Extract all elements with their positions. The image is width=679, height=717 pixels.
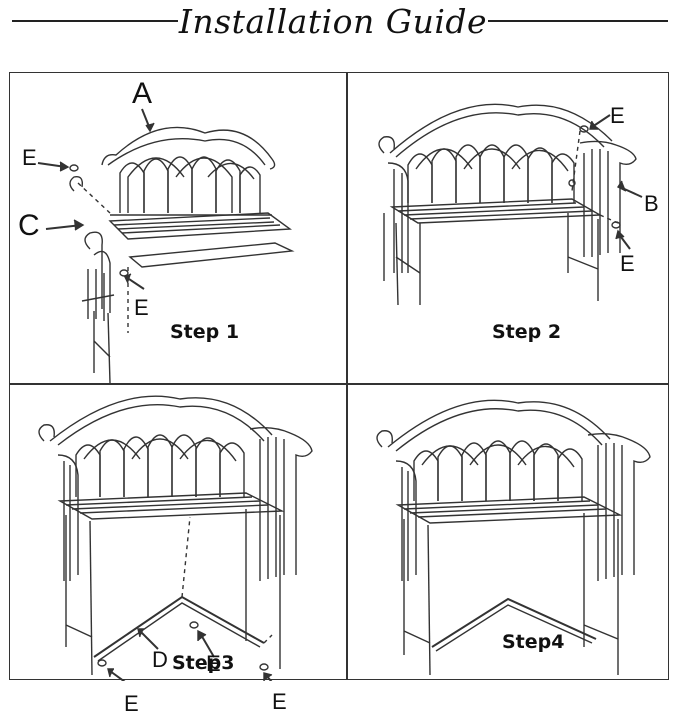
step-3-panel: D E E E [10,385,346,716]
callout-b: B [644,191,659,216]
callout-c: C [18,209,40,242]
step-1-label: Step 1 [170,321,240,343]
step-4-label: Step4 [502,631,565,653]
callout-e: E [206,651,221,676]
callout-e: E [620,251,635,276]
callout-e: E [22,145,37,170]
header: Installation Guide [0,0,679,52]
step-1-panel: A E C E Step 1 [10,73,346,383]
callout-e: E [272,689,287,714]
callout-d: D [152,647,168,672]
step-2-label: Step 2 [492,321,562,343]
title-rule-left [12,20,178,22]
page-title: Installation Guide [178,2,488,41]
step-1-bench-illustration [37,108,295,383]
steps-grid: A E C E Step 1 [9,72,670,716]
callout-e: E [134,295,149,320]
step-4-bench-illustration [376,399,651,676]
step-2-panel: E B E Step 2 [348,73,670,383]
grid-divider-horizontal [10,383,668,385]
step-2-bench-illustration [378,103,643,306]
callout-e: E [610,103,625,128]
step-4-panel: Step4 [348,385,670,681]
callout-e: E [124,691,139,716]
callout-a: A [132,77,153,110]
step-3-bench-illustration [38,395,313,681]
step-3-label: Step3 [172,652,235,674]
title-rule-right [488,20,668,22]
grid-divider-vertical [346,73,348,679]
